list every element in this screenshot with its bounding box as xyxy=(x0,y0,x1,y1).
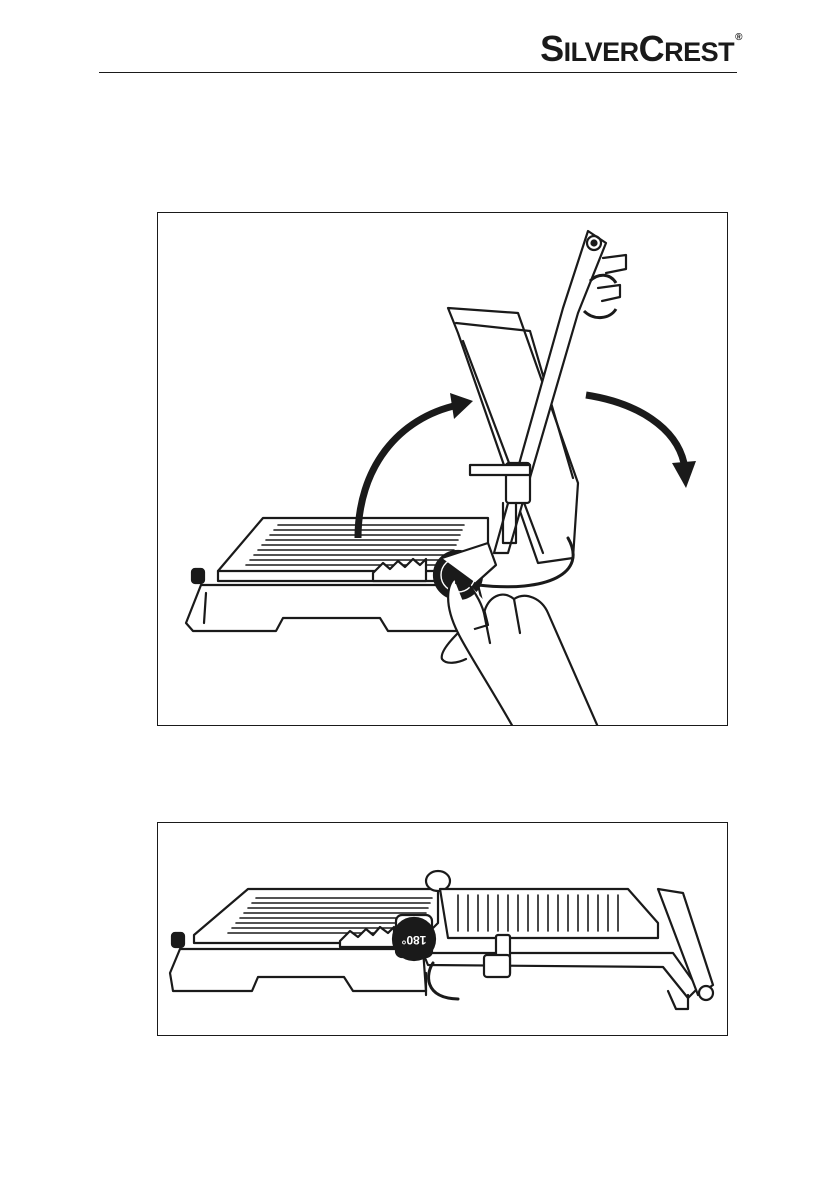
brand-crest-rest: REST xyxy=(664,37,734,67)
brand-silver-rest: ILVER xyxy=(564,37,639,67)
brand-letter-s: S xyxy=(540,28,564,69)
grill-flat-illustration: 180° xyxy=(158,823,728,1036)
curved-arrow-up-icon xyxy=(358,393,473,538)
dial-label-text: 180° xyxy=(401,933,426,947)
brand-logo: SILVERCREST® xyxy=(540,28,742,70)
figure-grill-opening xyxy=(157,212,728,726)
figure-grill-flat: 180° xyxy=(157,822,728,1036)
grill-opening-illustration xyxy=(158,213,728,726)
registered-mark: ® xyxy=(735,32,742,43)
curved-arrow-down-icon xyxy=(586,395,696,488)
header-divider xyxy=(99,72,737,73)
brand-letter-c: C xyxy=(639,28,665,69)
